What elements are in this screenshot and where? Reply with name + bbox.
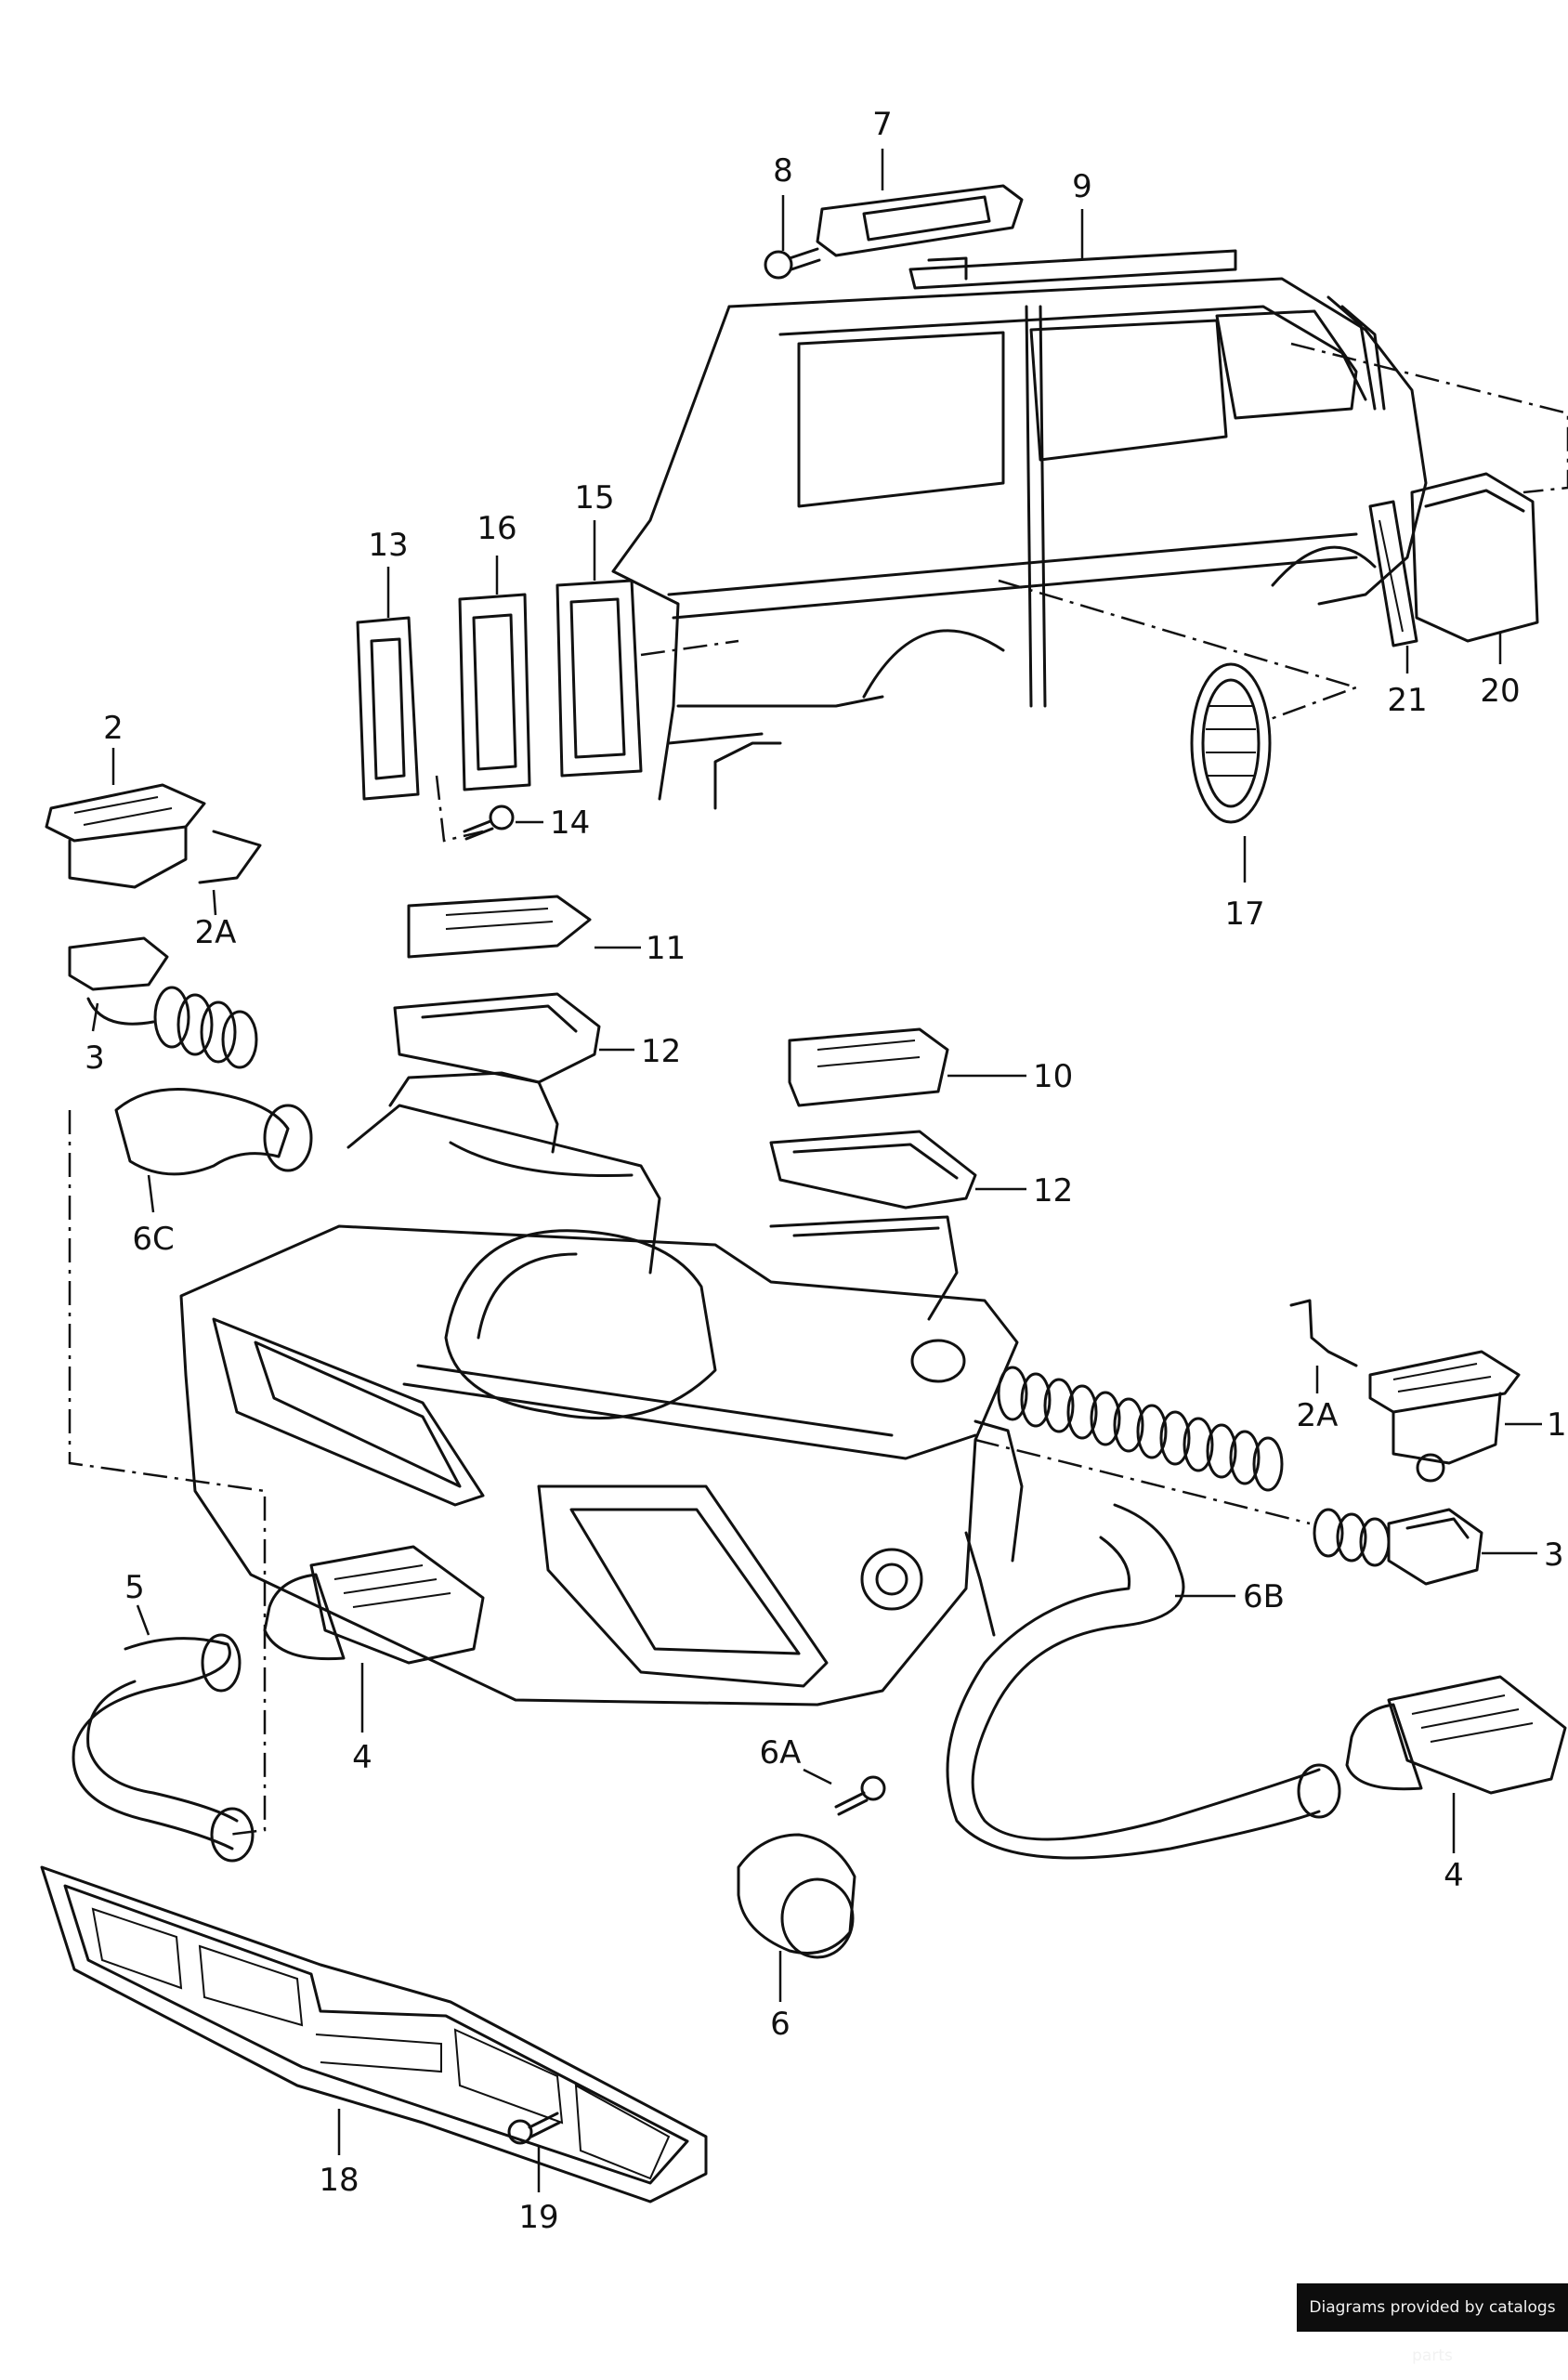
callout-17: 17	[1224, 896, 1264, 933]
vehicle-body	[611, 277, 1428, 810]
assembly-line-left-frame	[68, 1110, 267, 1837]
callout-2a-left: 2A	[195, 914, 237, 951]
assembly-line-vehicle-lower	[998, 579, 1360, 722]
callout-6b: 6B	[1243, 1578, 1285, 1615]
part-13-grille	[356, 616, 420, 801]
part-9-roof-strip	[908, 249, 1237, 290]
part-4-vent-right	[1345, 1675, 1567, 1795]
part-12-frame-upper	[393, 992, 601, 1084]
part-20-duct	[1410, 472, 1539, 643]
diagram-credit-footer: Diagrams provided by catalogs parts	[1297, 2283, 1568, 2365]
callout-16: 16	[477, 510, 516, 547]
part-14-screw	[463, 804, 515, 841]
part-6-elbow	[737, 1833, 856, 1959]
callout-5: 5	[124, 1569, 145, 1606]
part-12-frame-lower	[769, 1130, 977, 1210]
callout-6a: 6A	[760, 1734, 802, 1772]
callout-labels: 7 8 9 13 16 15 14 17 21 20 2 2A 11 12 10…	[85, 106, 1566, 2236]
part-15-frame	[555, 579, 643, 778]
parts-diagram: 7 8 9 13 16 15 14 17 21 20 2 2A 11 12 10…	[40, 106, 1568, 2236]
callout-15: 15	[574, 479, 614, 517]
leader-lines	[91, 149, 1542, 2192]
part-6c-hose	[114, 1088, 313, 1176]
part-7-roof-vent	[816, 184, 1024, 257]
part-3-duct-right	[1313, 1508, 1483, 1586]
callout-1: 1	[1547, 1406, 1567, 1444]
callout-8: 8	[773, 152, 793, 190]
assembly-line-screw-14	[435, 775, 484, 843]
callout-2: 2	[103, 710, 124, 747]
callout-18: 18	[319, 2162, 359, 2199]
callout-20: 20	[1480, 673, 1520, 710]
part-18-grille-panel	[40, 1865, 708, 2203]
part-6b-hose-bellows	[997, 1366, 1284, 1492]
part-16-frame	[458, 593, 531, 791]
part-11-vent	[407, 895, 592, 959]
callout-6c: 6C	[132, 1221, 174, 1258]
callout-4-right: 4	[1444, 1857, 1464, 1894]
part-19-screw	[507, 2112, 561, 2145]
part-2-vent-left	[45, 783, 262, 889]
callout-3-right: 3	[1544, 1537, 1564, 1574]
heater-housing	[179, 1071, 1024, 1707]
callout-21: 21	[1387, 682, 1427, 719]
part-3-duct-left	[68, 936, 258, 1069]
part-17-oval-vent	[1190, 662, 1272, 824]
assembly-line-right-duct	[974, 1438, 1311, 1525]
callout-6: 6	[770, 2006, 791, 2043]
callout-7: 7	[872, 106, 893, 143]
part-4-vent-left	[263, 1545, 485, 1665]
callout-9: 9	[1072, 168, 1092, 205]
part-1-vent-right	[1368, 1350, 1521, 1483]
part-5-hose	[72, 1633, 255, 1863]
part-6b-long-hose	[946, 1503, 1341, 1860]
callout-12-lower: 12	[1033, 1172, 1073, 1210]
callout-11: 11	[646, 930, 686, 967]
callout-13: 13	[368, 527, 408, 564]
callout-10: 10	[1033, 1058, 1073, 1095]
assembly-line-vehicle-right	[1290, 342, 1568, 494]
part-8-screw	[764, 247, 821, 280]
part-2a-clip-right	[1289, 1299, 1358, 1367]
assembly-line-vehicle-left	[640, 639, 739, 657]
callout-4-left: 4	[352, 1739, 372, 1776]
part-10-vent	[788, 1027, 949, 1107]
callout-2a-right: 2A	[1297, 1397, 1339, 1434]
callout-14: 14	[550, 804, 590, 842]
callout-19: 19	[518, 2199, 558, 2236]
callout-3-left: 3	[85, 1040, 105, 1077]
part-6a-screw	[834, 1775, 886, 1816]
part-21-seal	[1368, 500, 1418, 647]
callout-12-upper: 12	[641, 1033, 681, 1070]
